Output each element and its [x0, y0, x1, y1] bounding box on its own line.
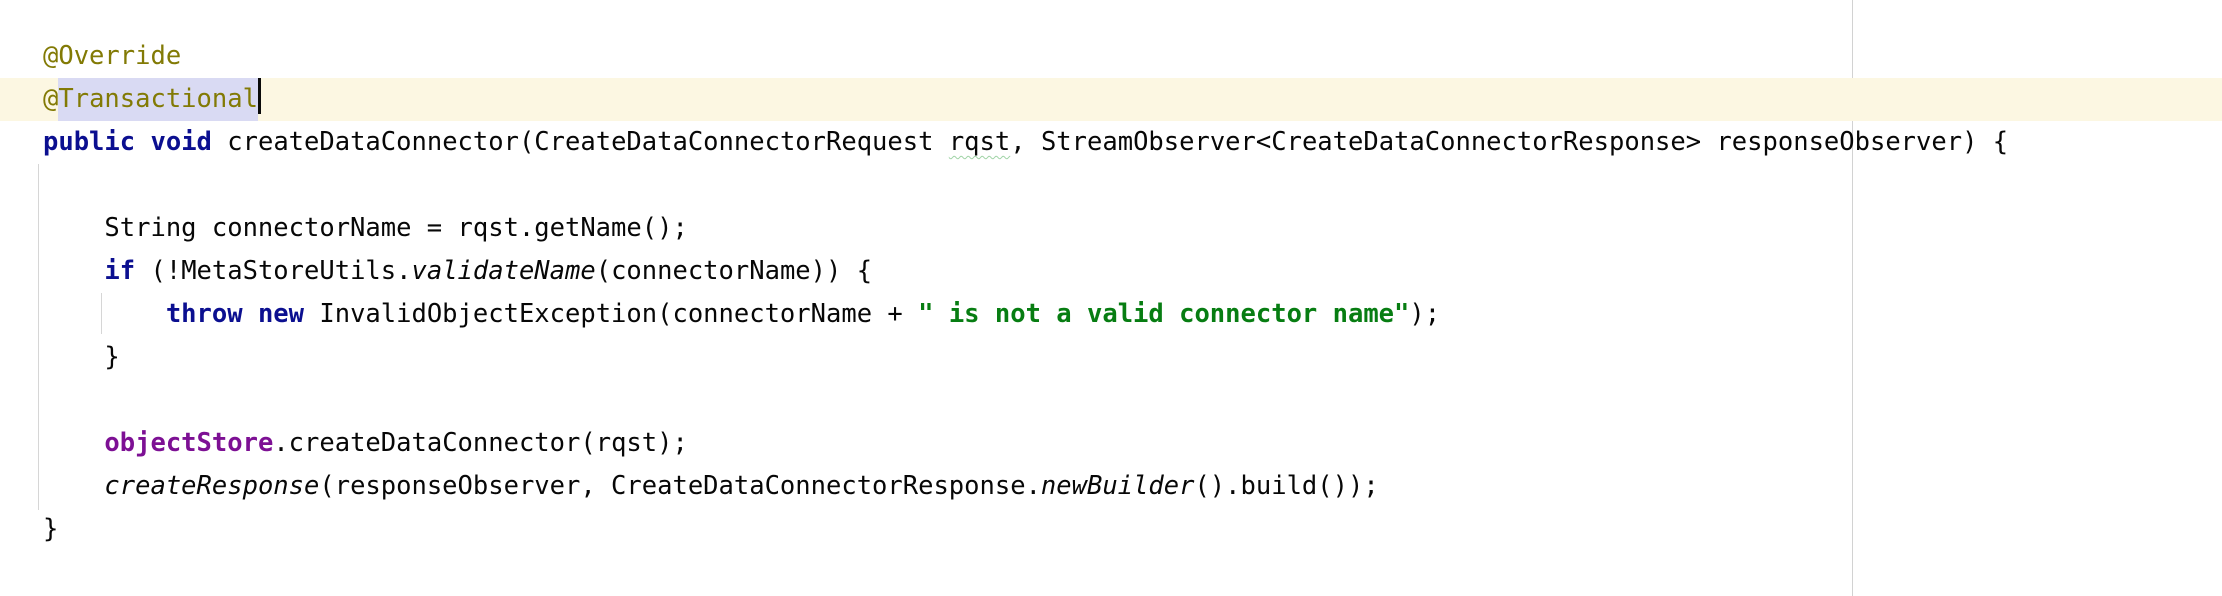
- code-token-string: " is not a valid connector name": [918, 299, 1410, 329]
- code-token-annotation: @: [43, 84, 59, 114]
- code-token-static-method: validateName: [411, 256, 596, 286]
- right-margin-guide: [1852, 0, 1853, 596]
- code-line-2-caret-row[interactable]: @Transactional: [0, 78, 2222, 121]
- code-token-keyword: public: [43, 127, 136, 157]
- code-token-keyword: new: [257, 299, 305, 329]
- code-token: }: [43, 342, 120, 372]
- code-token: String connectorName = rqst.getName();: [43, 213, 688, 243]
- code-line-1[interactable]: @Override: [0, 35, 2222, 78]
- code-line-5[interactable]: String connectorName = rqst.getName();: [0, 207, 2222, 250]
- code-token-typo: rqst: [948, 127, 1011, 157]
- code-token: .createDataConnector(rqst);: [273, 428, 688, 458]
- code-token: (connectorName)) {: [595, 256, 873, 286]
- code-line-11[interactable]: createResponse(responseObserver, CreateD…: [0, 465, 2222, 508]
- code-token: [43, 471, 104, 501]
- code-token: ().build());: [1194, 471, 1379, 501]
- code-line-7[interactable]: throw new InvalidObjectException(connect…: [0, 293, 2222, 336]
- code-token: [43, 428, 104, 458]
- code-token: (responseObserver, CreateDataConnectorRe…: [319, 471, 1041, 501]
- code-token-static-method: newBuilder: [1040, 471, 1195, 501]
- code-line-6[interactable]: if (!MetaStoreUtils.validateName(connect…: [0, 250, 2222, 293]
- code-token: InvalidObjectException(connectorName +: [304, 299, 919, 329]
- code-token-keyword: if: [104, 256, 136, 286]
- code-token-field: objectStore: [104, 428, 274, 458]
- code-token: );: [1409, 299, 1441, 329]
- code-line-8[interactable]: }: [0, 336, 2222, 379]
- text-caret: [257, 78, 261, 114]
- code-token: [135, 127, 150, 157]
- code-line-10[interactable]: objectStore.createDataConnector(rqst);: [0, 422, 2222, 465]
- code-token: [43, 299, 166, 329]
- indent-guide: [38, 164, 39, 510]
- code-line-12[interactable]: }: [0, 508, 2222, 551]
- indent-guide: [101, 293, 102, 334]
- code-token-keyword: throw: [165, 299, 243, 329]
- code-token: [243, 299, 258, 329]
- code-token-static-method: createResponse: [104, 471, 320, 501]
- code-line-4-empty[interactable]: [0, 164, 2222, 207]
- code-token: (!MetaStoreUtils.: [135, 256, 412, 286]
- selected-text: Transactional: [58, 78, 258, 121]
- code-token: }: [43, 514, 59, 544]
- code-token: [43, 256, 104, 286]
- code-token: , StreamObserver<CreateDataConnectorResp…: [1010, 127, 2009, 157]
- code-area[interactable]: @Override @Transactional public void cre…: [0, 35, 2222, 551]
- code-token-annotation: @Override: [43, 41, 182, 71]
- code-token: createDataConnector(CreateDataConnectorR…: [211, 127, 949, 157]
- code-token-keyword: void: [150, 127, 212, 157]
- code-line-9-empty[interactable]: [0, 379, 2222, 422]
- code-line-3[interactable]: public void createDataConnector(CreateDa…: [0, 121, 2222, 164]
